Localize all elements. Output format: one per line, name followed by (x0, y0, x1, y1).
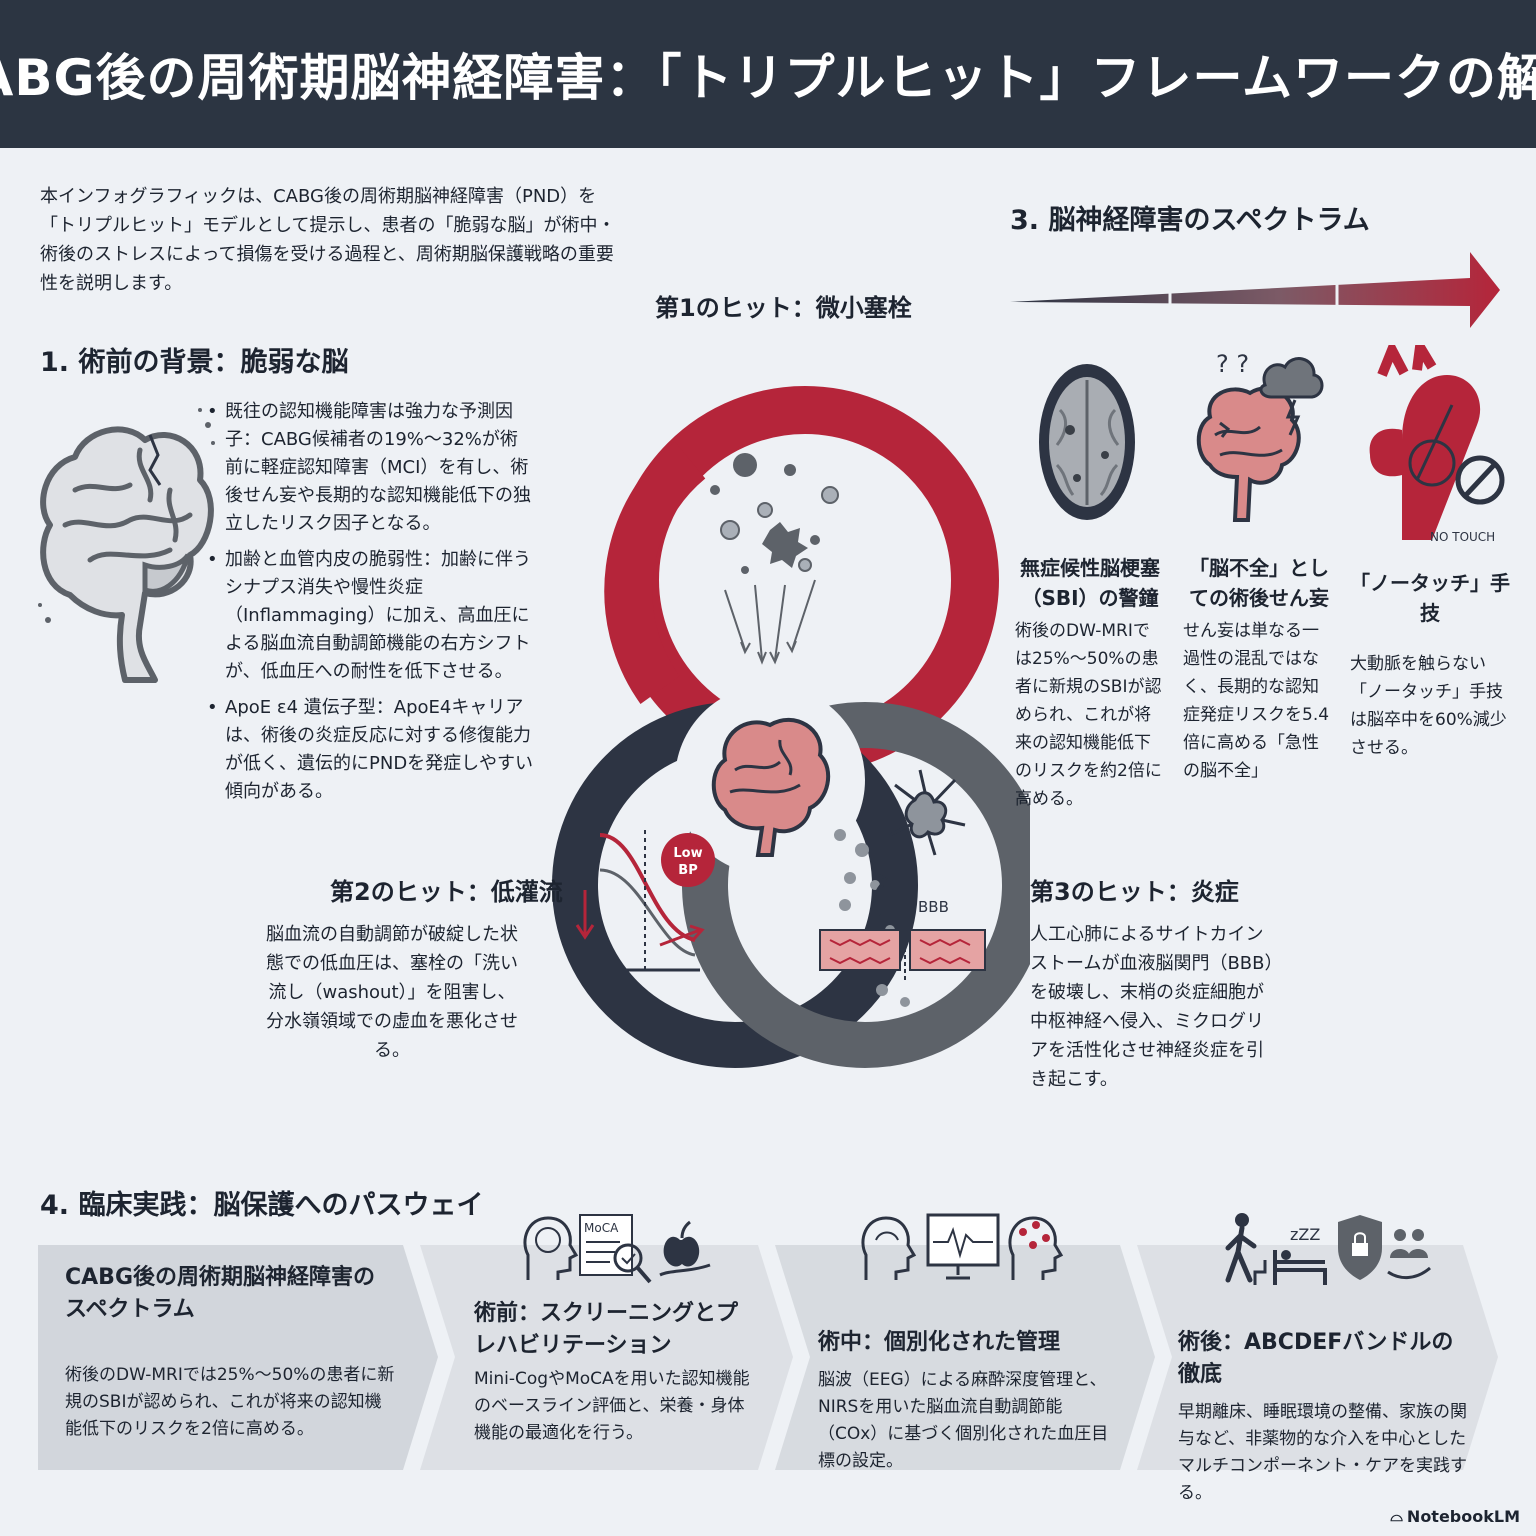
pathway-card-preop-text: Mini-CogやMoCAを用いた認知機能のベースライン評価と、栄養・身体機能の… (474, 1369, 750, 1443)
pathway-card-postop-text: 早期離床、睡眠環境の整備、家族の関与など、非薬物的な介入を中心としたマルチコンポ… (1178, 1402, 1467, 1503)
pathway-card-postop: 術後：ABCDEFバンドルの徹底 早期離床、睡眠環境の整備、家族の関与など、非薬… (1178, 1327, 1468, 1507)
triple-hit-diagram: Low BP BBB (552, 386, 1030, 1068)
spectrum-item-no-touch-text: 大動脈を触らない「ノータッチ」手技は脳卒中を60%減少させる。 (1350, 654, 1507, 758)
section4-title: 4. 臨床実践：脳保護へのパスウェイ (40, 1190, 484, 1221)
hit2-title: 第2のヒット：低灌流 (330, 878, 563, 906)
hit1-title: 第1のヒット：微小塞栓 (655, 294, 912, 322)
section1-title: 1. 術前の背景：脆弱な脳 (40, 347, 349, 378)
sleep-zzz: zZZ (1290, 1225, 1320, 1244)
mri-brain-icon (1039, 364, 1135, 520)
spectrum-arrow (1010, 252, 1500, 328)
low-bp-line2: BP (678, 863, 697, 878)
low-bp-line1: Low (673, 846, 702, 861)
spectrum-item-delirium-title: 「脳不全」としての術後せん妄 (1189, 556, 1329, 610)
head-brain-icon (523, 1216, 579, 1280)
notebooklm-logo-text: NotebookLM (1406, 1506, 1520, 1526)
spectrum-item-delirium-text: せん妄は単なる一過性の混乱ではなく、長期的な認知症発症リスクを5.4倍に高める「… (1183, 621, 1330, 781)
bullet-mci: 既往の認知機能障害は強力な予測因子：CABG候補者の19%〜32%が術前に軽症認… (205, 398, 535, 538)
moca-label: MoCA (584, 1221, 619, 1235)
spectrum-item-no-touch-title: 「ノータッチ」手技 (1350, 571, 1510, 625)
center-brain-icon (711, 717, 831, 857)
hit3-title: 第3のヒット：炎症 (1030, 878, 1239, 906)
spectrum-item-sbi-title: 無症候性脳梗塞（SBI）の警鐘 (1020, 556, 1160, 610)
no-touch-aorta-icon (1369, 345, 1505, 540)
notebooklm-logo-icon: ⌓ (1390, 1506, 1403, 1525)
page-title: CABG後の周術期脳神経障害：「トリプルヒット」フレームワークの解明 (0, 49, 1536, 107)
shield-lock-icon (1338, 1215, 1382, 1280)
low-bp-badge (661, 833, 715, 887)
neuron-icon (889, 769, 966, 856)
spectrum-item-sbi-text: 術後のDW-MRIでは25%〜50%の患者に新規のSBIが認められ、これが将来の… (1015, 621, 1162, 809)
emboli-particles-icon (710, 453, 839, 665)
spectrum-item-delirium: 「脳不全」としての術後せん妄 せん妄は単なる一過性の混乱ではなく、長期的な認知症… (1183, 553, 1335, 785)
blood-vessel-icon (819, 920, 986, 980)
sleep-bed-icon: zZZ (1273, 1225, 1327, 1285)
pathway-card-intraop: 術中：個別化された管理 脳波（EEG）による麻酔深度管理と、NIRSを用いた脳血… (818, 1327, 1118, 1475)
intraop-icons (861, 1213, 1064, 1280)
pathway-card-spectrum-text: 術後のDW-MRIでは25%〜50%の患者に新規のSBIが認められ、これが将来の… (65, 1365, 395, 1439)
no-touch-badge: NO TOUCH (1430, 530, 1496, 544)
postop-icons: zZZ (1225, 1213, 1431, 1285)
hit2-text: 脳血流の自動調節が破綻した状態での低血圧は、塞栓の「洗い流し（washout）」… (266, 924, 518, 1061)
hypoperfusion-graph-icon (575, 825, 705, 972)
brain-icon (38, 408, 215, 683)
bullet-apoe: ApoE ε4 遺伝子型：ApoE4キャリアは、術後の炎症反応に対する修復能力が… (205, 694, 535, 806)
pathway-card-spectrum-title: CABG後の周術期脳神経障害のスペクトラム (65, 1265, 375, 1322)
pathway-card-intraop-title: 術中：個別化された管理 (818, 1330, 1061, 1355)
apple-hand-icon (659, 1220, 711, 1277)
intro-text: 本インフォグラフィックは、CABG後の周術期脳神経障害（PND）を「トリプルヒッ… (40, 186, 616, 294)
hit3-text: 人工心肺によるサイトカインストームが血液脳関門（BBB）を破壊し、末梢の炎症細胞… (1030, 924, 1274, 1090)
bbb-label: BBB (918, 898, 949, 916)
pathway-card-postop-title: 術後：ABCDEFバンドルの徹底 (1178, 1330, 1454, 1387)
family-care-icon (1387, 1229, 1431, 1279)
walking-person-icon (1225, 1213, 1267, 1285)
question-marks: ? ? (1216, 350, 1250, 378)
pathway-card-preop: 術前：スクリーニングとプレハビリテーション Mini-CogやMoCAを用いた認… (474, 1298, 754, 1447)
head-nirs-icon (1008, 1216, 1064, 1280)
head-eeg-icon (861, 1216, 917, 1280)
pathway-card-preop-title: 術前：スクリーニングとプレハビリテーション (474, 1301, 739, 1358)
preop-icons: MoCA (523, 1214, 711, 1284)
pathway-chevrons (38, 1245, 1498, 1470)
moca-test-icon: MoCA (579, 1214, 652, 1284)
notebooklm-logo: ⌓ NotebookLM (1390, 1506, 1520, 1526)
monitor-icon (926, 1213, 1000, 1280)
bullet-aging: 加齢と血管内皮の脆弱性：加齢に伴うシナプス消失や慢性炎症（Inflammagin… (205, 546, 535, 686)
delirium-brain-icon (1196, 357, 1324, 522)
ring-hit3 (682, 702, 1030, 1068)
pathway-card-spectrum: CABG後の周術期脳神経障害のスペクトラム 術後のDW-MRIでは25%〜50%… (65, 1262, 395, 1443)
pathway-card-intraop-text: 脳波（EEG）による麻酔深度管理と、NIRSを用いた脳血流自動調節能（COx）に… (818, 1370, 1109, 1471)
header-bar: CABG後の周術期脳神経障害：「トリプルヒット」フレームワークの解明 (0, 0, 1536, 148)
section3-title: 3. 脳神経障害のスペクトラム (1010, 205, 1370, 236)
spectrum-item-no-touch: 「ノータッチ」手技 大動脈を触らない「ノータッチ」手技は脳卒中を60%減少させる… (1350, 568, 1510, 762)
section1-bullets: 既往の認知機能障害は強力な予測因子：CABG候補者の19%〜32%が術前に軽症認… (205, 398, 535, 814)
spectrum-item-sbi: 無症候性脳梗塞（SBI）の警鐘 術後のDW-MRIでは25%〜50%の患者に新規… (1015, 553, 1165, 813)
